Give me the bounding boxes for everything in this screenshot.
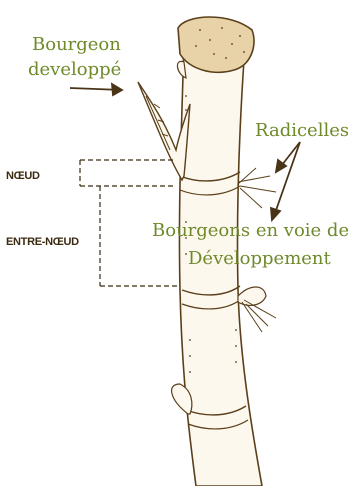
top-bud: [177, 61, 186, 78]
rootlets-upper: [238, 168, 276, 208]
label-bourgeons-voie-line1: Bourgeons en voie de: [152, 220, 348, 242]
rootlets-lower: [242, 300, 276, 332]
stalk-cut-top: [178, 17, 254, 72]
label-entre-noeud: ENTRE-NŒUD: [6, 236, 79, 248]
label-bourgeon-line2: developpé: [28, 59, 121, 81]
label-radicelles: Radicelles: [255, 120, 348, 142]
arrow-radicelles-2: [274, 142, 300, 216]
label-bourgeons-voie-line2: Développement: [188, 248, 331, 270]
label-noeud: NŒUD: [6, 170, 40, 182]
label-bourgeon-line1: Bourgeon: [32, 34, 121, 56]
